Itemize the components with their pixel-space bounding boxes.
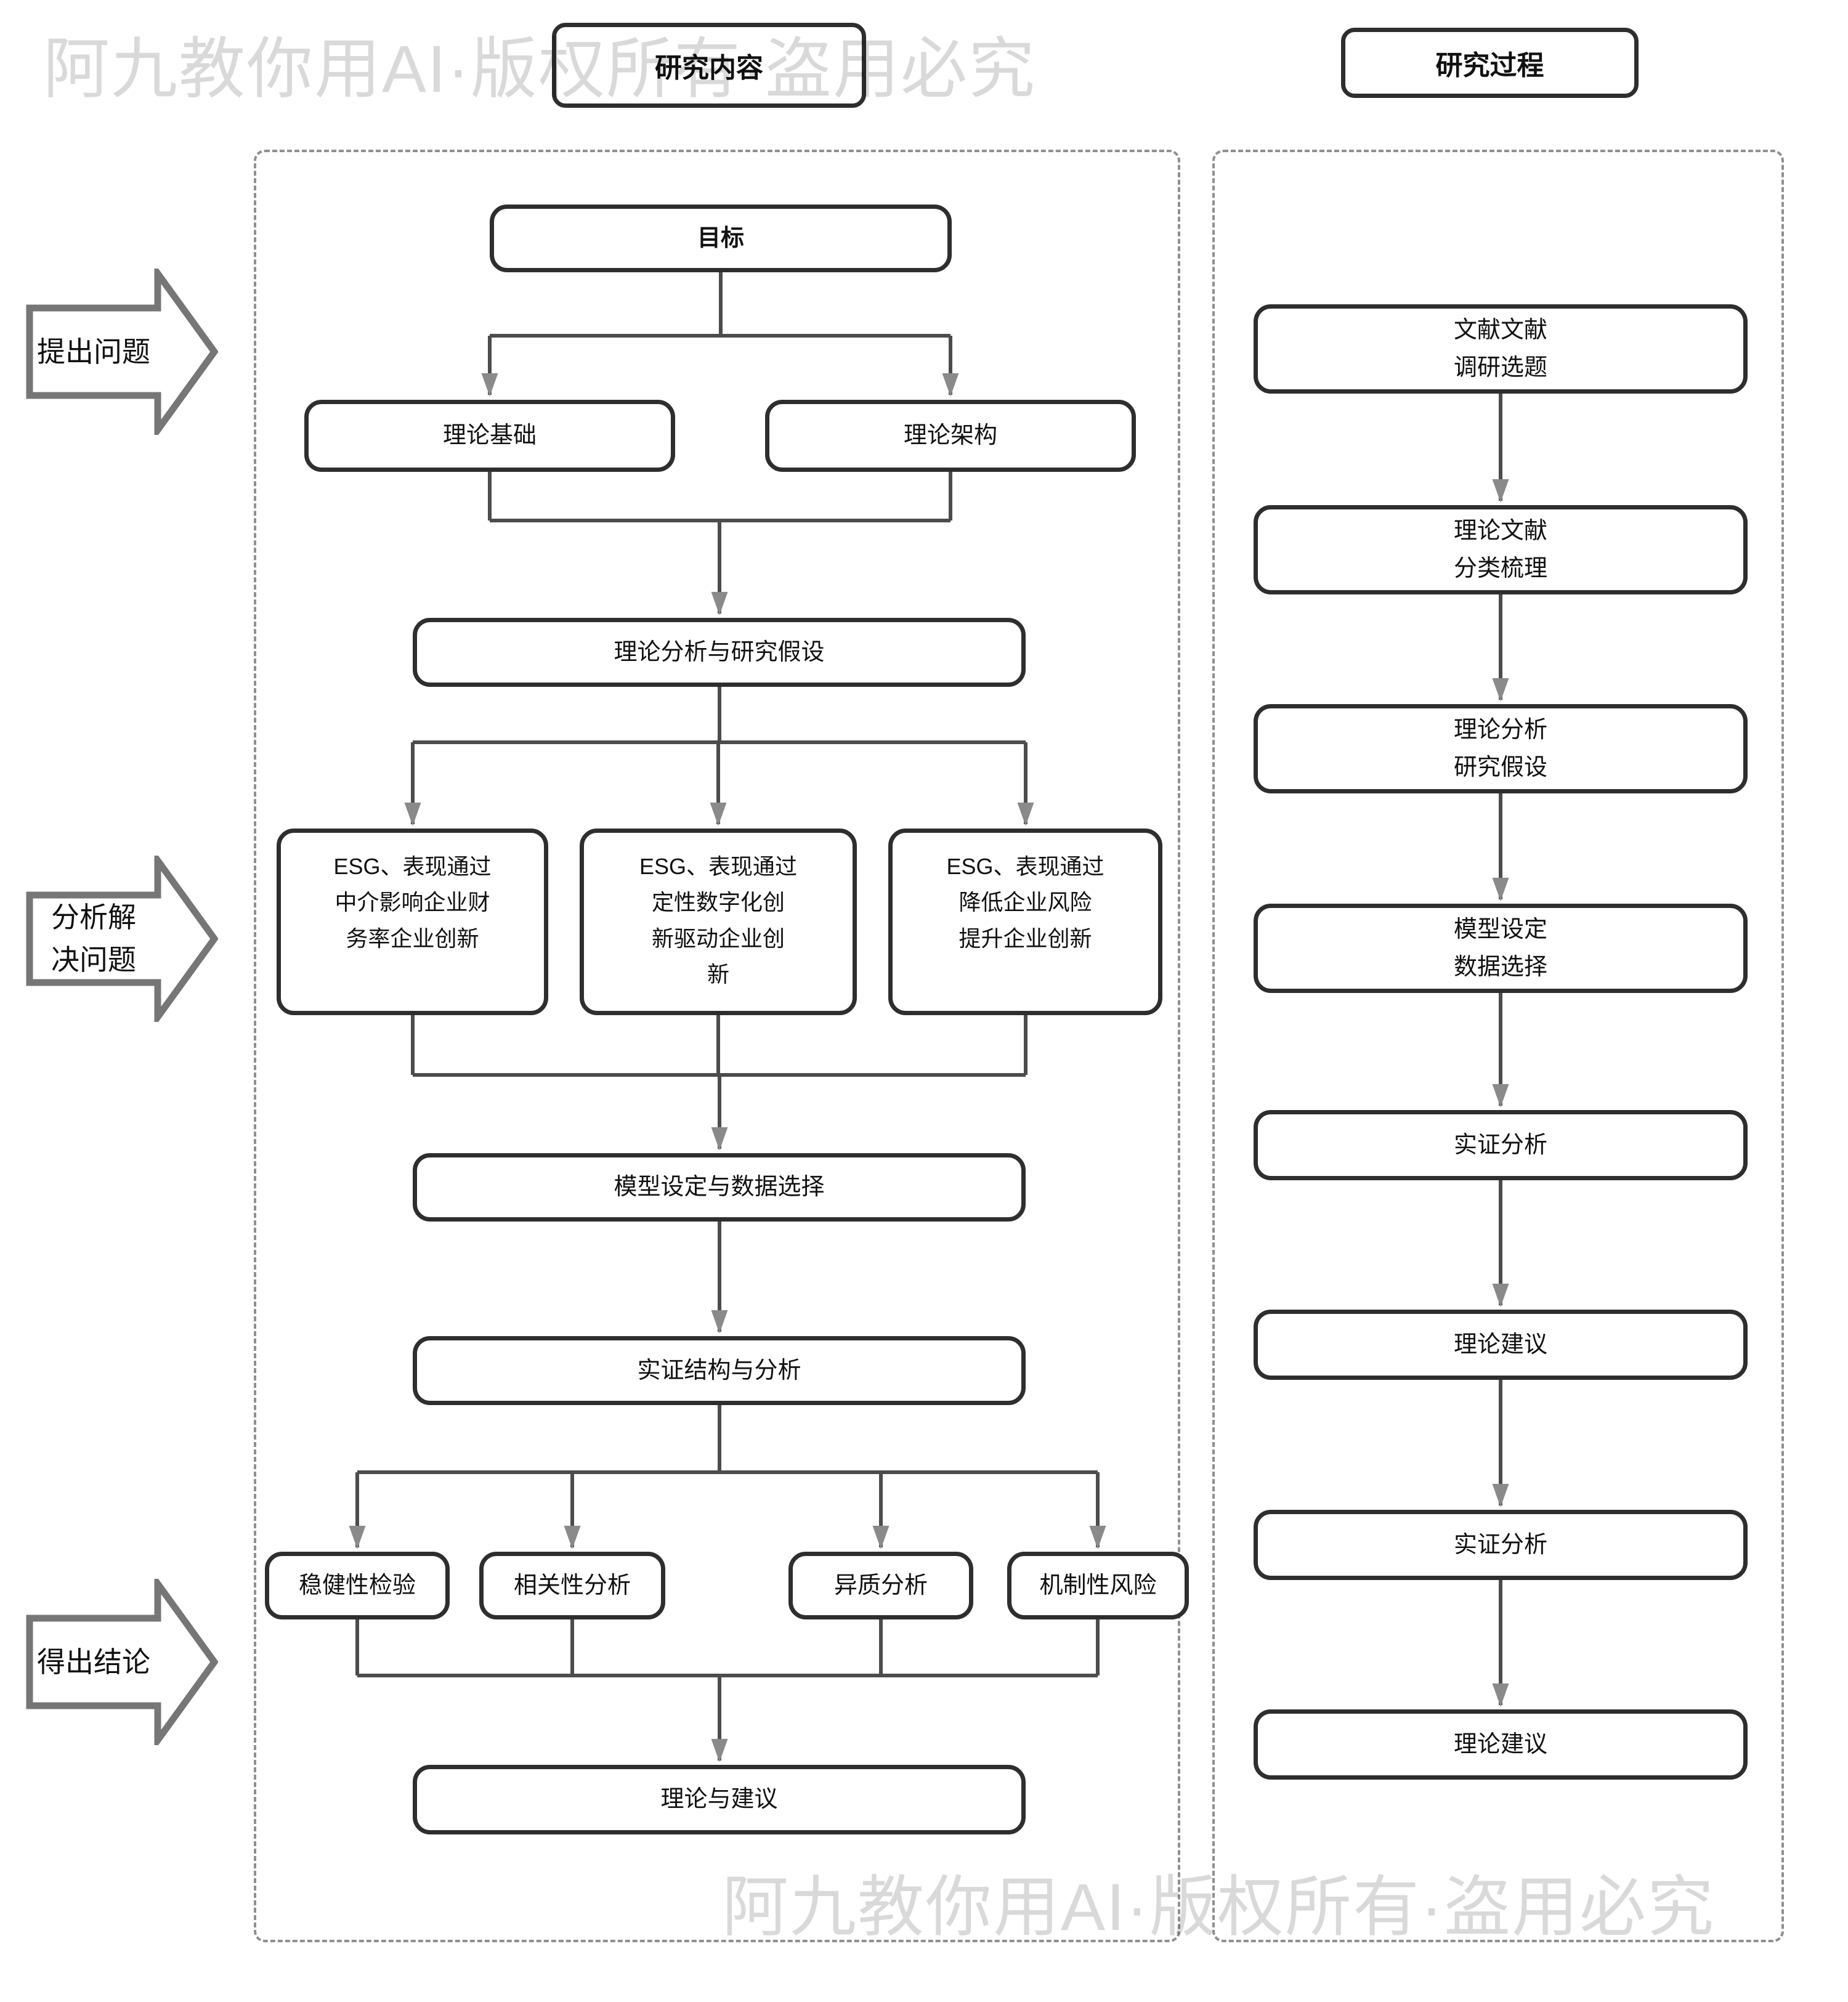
content-panel	[254, 150, 1180, 1942]
node-esg-digital: ESG、表现通过 定性数字化创 新驱动企业创 新	[580, 829, 857, 1015]
node-goal: 目标	[490, 205, 952, 272]
stage-arrow-raise-question: 提出问题	[26, 269, 218, 435]
stage-arrow-label: 提出问题	[37, 335, 150, 368]
node-heterogeneity: 异质分析	[788, 1552, 973, 1619]
node-theory-base: 理论基础	[304, 400, 675, 472]
stage-arrow-label: 分析解 决问题	[51, 901, 136, 976]
right-arrow-icon	[26, 1579, 218, 1745]
process-step-literature-survey: 文献文献 调研选题	[1254, 304, 1748, 394]
node-theory-hypothesis: 理论分析与研究假设	[413, 618, 1026, 687]
node-esg-risk: ESG、表现通过 降低企业风险 提升企业创新	[888, 829, 1162, 1015]
right-arrow-icon	[26, 269, 218, 435]
node-conclusion: 理论与建议	[413, 1765, 1026, 1834]
header-research-content: 研究内容	[552, 23, 866, 108]
stage-arrow-conclusion: 得出结论	[26, 1579, 218, 1745]
process-step-suggestion-1: 理论建议	[1254, 1310, 1748, 1380]
right-arrow-icon	[26, 856, 218, 1022]
node-esg-mediation: ESG、表现通过 中介影响企业财 务率企业创新	[277, 829, 548, 1015]
process-step-empirical-1: 实证分析	[1254, 1110, 1748, 1180]
stage-arrow-label: 得出结论	[37, 1645, 150, 1678]
node-model-data: 模型设定与数据选择	[413, 1153, 1026, 1222]
node-robustness: 稳健性检验	[265, 1552, 450, 1619]
process-step-literature-sorting: 理论文献 分类梳理	[1254, 505, 1748, 594]
process-step-suggestion-2: 理论建议	[1254, 1709, 1748, 1780]
header-research-content-label: 研究内容	[655, 53, 763, 83]
process-step-empirical-2: 实证分析	[1254, 1510, 1748, 1580]
process-step-theory-hypothesis: 理论分析 研究假设	[1254, 704, 1748, 793]
node-empirical: 实证结构与分析	[413, 1336, 1026, 1405]
header-research-process: 研究过程	[1341, 28, 1639, 98]
stage-arrow-analyze-solve: 分析解 决问题	[26, 856, 218, 1022]
process-panel	[1212, 150, 1784, 1942]
process-step-model-data: 模型设定 数据选择	[1254, 904, 1748, 993]
node-correlation: 相关性分析	[479, 1552, 665, 1619]
node-mechanism: 机制性风险	[1007, 1552, 1189, 1619]
header-research-process-label: 研究过程	[1435, 51, 1544, 81]
node-theory-framework: 理论架构	[765, 400, 1136, 472]
